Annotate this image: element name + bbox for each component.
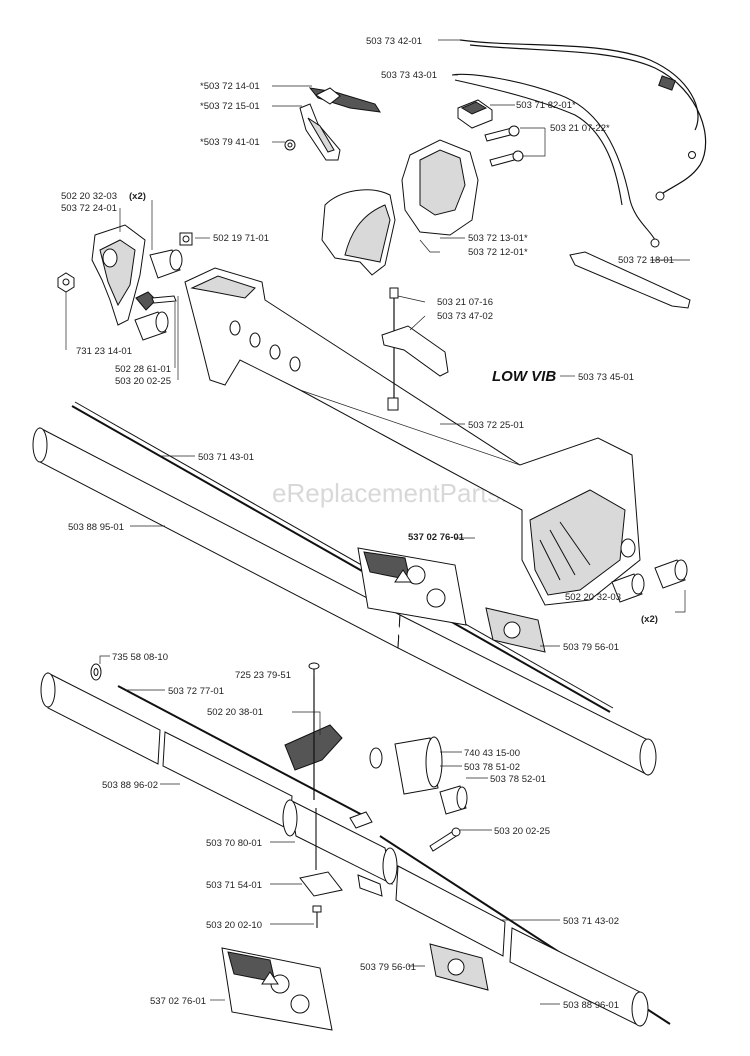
- part-label: *503 79 41-01: [200, 137, 260, 148]
- low-vib-decal: LOW VIB: [492, 368, 556, 385]
- part-label: 503 78 52-01: [490, 774, 546, 785]
- svg-text:LOW VIB: LOW VIB: [492, 368, 556, 385]
- part-label: 503 72 13-01*: [468, 233, 528, 244]
- clamp-502-28: [135, 291, 177, 311]
- part-label: 502 20 32-03: [565, 592, 621, 603]
- screws-top: [484, 125, 524, 167]
- part-label: 502 20 32-03: [61, 191, 117, 202]
- part-label: 503 79 56-01: [563, 642, 619, 653]
- part-label: 503 71 54-01: [206, 880, 262, 891]
- vibration-dampers-top: [134, 249, 183, 341]
- part-label: *503 72 15-01: [200, 101, 260, 112]
- part-label-qty: (x2): [129, 191, 146, 202]
- part-label: 503 78 51-02: [464, 762, 520, 773]
- part-label: 503 20 02-10: [206, 920, 262, 931]
- part-label: 503 79 56-01: [360, 962, 416, 973]
- screw-503-20-02-25: [429, 827, 461, 852]
- part-label: 503 70 80-01: [206, 838, 262, 849]
- part-label: 503 21 07-16: [437, 297, 493, 308]
- washer-735: [90, 663, 102, 681]
- part-label: 503 72 77-01: [168, 686, 224, 697]
- part-label: 503 72 18-01: [618, 255, 674, 266]
- part-label: 503 71 82-01*: [516, 100, 576, 111]
- drive-shaft-upper: [71, 401, 614, 713]
- part-label: 503 73 47-02: [437, 311, 493, 322]
- bracket-503-71-54: [299, 808, 343, 897]
- shaft-housing: [184, 267, 641, 606]
- throttle-trigger: [308, 87, 381, 113]
- part-label: 503 88 95-01: [68, 522, 124, 533]
- coupling-503-70: [282, 799, 398, 897]
- vibration-dampers-bottom: [611, 559, 688, 603]
- part-label: 735 58 08-10: [112, 652, 168, 663]
- part-label: 503 88 96-02: [102, 780, 158, 791]
- logo-decal-bottom: [429, 943, 489, 991]
- bearing-assembly: [369, 736, 468, 815]
- warning-decal-top: [357, 547, 467, 626]
- shaft-tube-upper: [32, 427, 657, 776]
- part-label: 503 71 43-02: [563, 916, 619, 927]
- switch-wire: [451, 73, 660, 248]
- warning-decal-bottom: [221, 947, 333, 1031]
- part-label: 502 28 61-01: [115, 364, 171, 375]
- part-label: 502 19 71-01: [213, 233, 269, 244]
- part-label: 503 20 02-25: [115, 376, 171, 387]
- handle-housing: [321, 139, 479, 276]
- part-label: 503 20 02-25: [494, 826, 550, 837]
- part-label: 503 73 42-01: [366, 36, 422, 47]
- throttle-lockout: [299, 103, 341, 161]
- part-label-qty: (x2): [641, 614, 658, 625]
- part-label: *503 72 14-01: [200, 81, 260, 92]
- part-label: 503 73 43-01: [381, 70, 437, 81]
- screw-503-20-02-10: [312, 905, 322, 928]
- nut-502-19: [179, 232, 193, 246]
- part-label: 537 02 76-01: [150, 996, 206, 1007]
- bolt-503-21-07-16: [387, 287, 399, 411]
- shaft-tube-lower: [40, 672, 649, 1027]
- part-labels: 503 73 42-01 503 73 43-01 503 71 82-01* …: [61, 36, 674, 1011]
- spring: [284, 139, 296, 151]
- rear-handle: [91, 224, 146, 326]
- part-label: 503 73 45-01: [578, 372, 634, 383]
- part-label: 503 88 96-01: [563, 1000, 619, 1011]
- part-label: 503 72 12-01*: [468, 247, 528, 258]
- part-label: 731 23 14-01: [76, 346, 132, 357]
- knob-502-20-38: [284, 662, 343, 800]
- wire-harness: [459, 39, 707, 201]
- leader-lines: [65, 39, 690, 1005]
- part-label: 502 20 38-01: [207, 707, 263, 718]
- stop-switch: [457, 99, 493, 129]
- part-label: 537 02 76-01: [408, 532, 465, 543]
- logo-decal-top: [485, 607, 546, 653]
- part-label: 740 43 15-00: [464, 748, 520, 759]
- part-label: 503 21 07-22*: [550, 123, 610, 134]
- shaft-clamp: [381, 325, 449, 377]
- shaft-end-pin: [349, 811, 373, 829]
- part-label: 503 72 24-01: [61, 203, 117, 214]
- nut-731: [57, 272, 75, 293]
- cable-guide: [569, 251, 691, 309]
- part-label: 503 72 25-01: [468, 420, 524, 431]
- part-label: 725 23 79-51: [235, 670, 291, 681]
- part-label: 503 71 43-01: [198, 452, 254, 463]
